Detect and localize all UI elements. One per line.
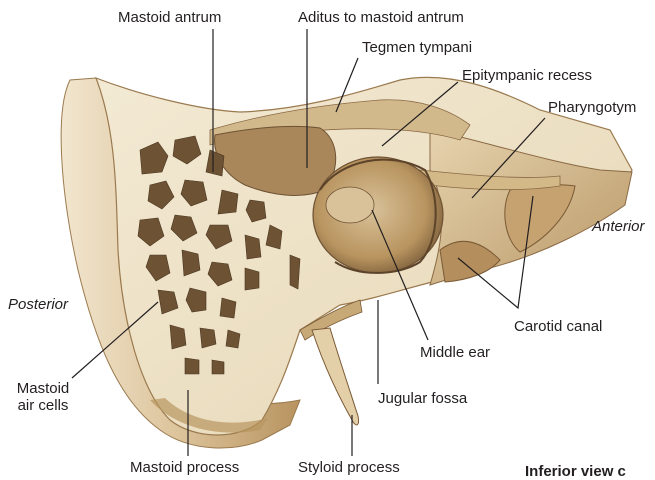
label-posterior: Posterior <box>8 296 68 313</box>
styloid-process-shape <box>312 328 359 425</box>
label-epitympanic-recess: Epitympanic recess <box>462 67 592 84</box>
label-middle-ear: Middle ear <box>420 344 490 361</box>
promontory <box>326 187 374 223</box>
label-styloid-process: Styloid process <box>298 459 400 476</box>
label-tegmen-tympani: Tegmen tympani <box>362 39 472 56</box>
label-mastoid-air-cells: Mastoid air cells <box>8 380 78 414</box>
figure-caption: Inferior view c <box>525 463 626 480</box>
label-jugular-fossa: Jugular fossa <box>378 390 467 407</box>
label-mastoid-antrum: Mastoid antrum <box>118 9 221 26</box>
label-mastoid-process: Mastoid process <box>130 459 239 476</box>
label-mastoid-air-cells-line1: Mastoid <box>8 380 78 397</box>
label-mastoid-air-cells-line2: air cells <box>8 397 78 414</box>
label-aditus: Aditus to mastoid antrum <box>298 9 464 26</box>
label-anterior: Anterior <box>592 218 645 235</box>
label-carotid-canal: Carotid canal <box>514 318 602 335</box>
label-pharyngotympanic: Pharyngotym <box>548 99 636 116</box>
